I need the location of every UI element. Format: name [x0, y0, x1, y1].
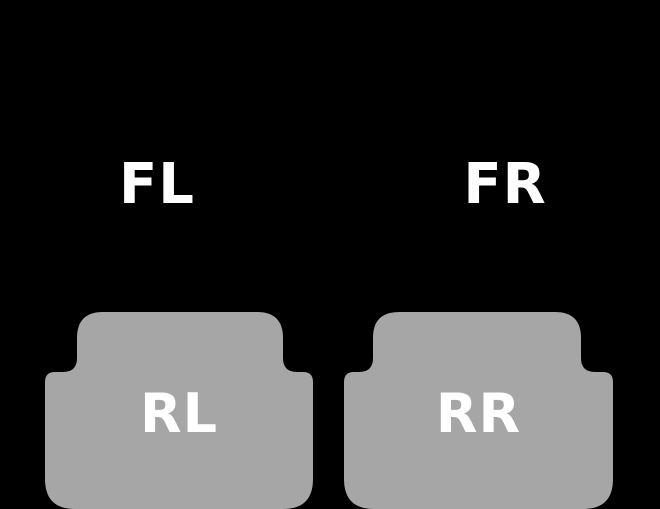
rear-left-mat-shape	[45, 312, 313, 509]
front-right-label: FR	[463, 152, 547, 217]
front-left-label: FL	[119, 152, 195, 217]
mat-shape-path	[45, 312, 313, 509]
rear-left-mat: RL	[45, 312, 313, 509]
rear-right-mat-shape	[344, 312, 613, 509]
mat-shape-path	[344, 312, 613, 509]
rear-left-label: RL	[140, 382, 218, 445]
rear-right-label: RR	[435, 382, 522, 445]
rear-right-mat: RR	[344, 312, 613, 509]
